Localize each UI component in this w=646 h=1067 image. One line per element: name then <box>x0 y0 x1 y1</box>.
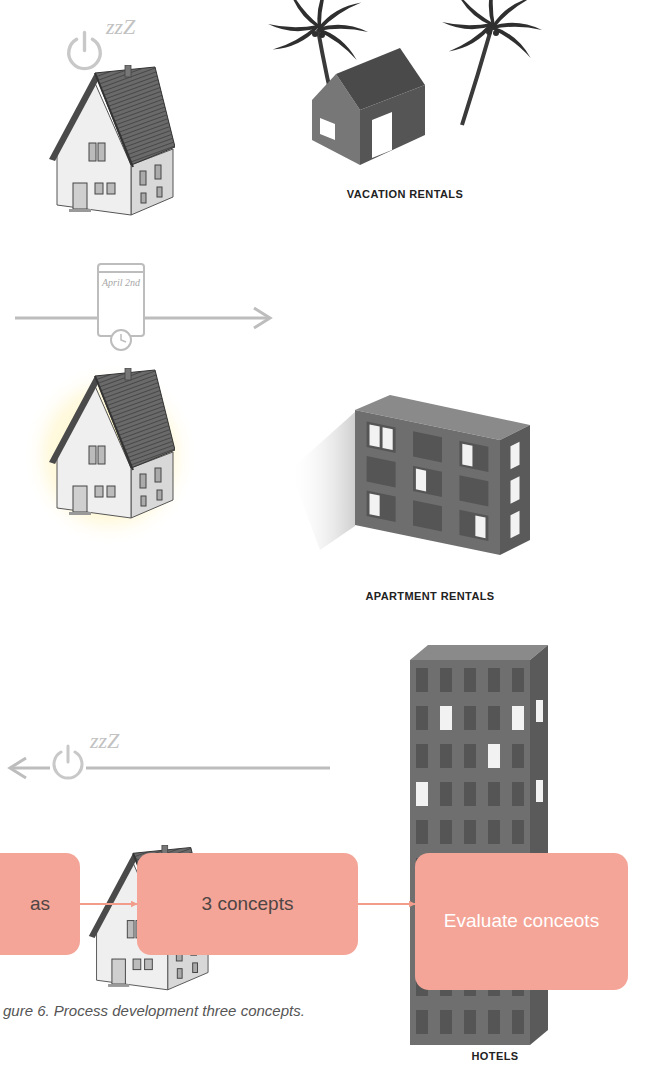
vacation-rental-icon-part-part <box>312 31 318 37</box>
time-arrow-part <box>98 271 144 273</box>
apartment-rental-icon-part-part <box>459 441 488 472</box>
apartment-rental-icon-part-part <box>413 431 442 462</box>
apartment-rental-icon-part-part <box>511 511 520 539</box>
process-box: 3 concepts <box>137 853 358 955</box>
time-arrow-part <box>98 264 144 336</box>
vacation-rental-icon-part-part <box>268 24 318 31</box>
vacation-rental-icon-part <box>320 118 335 140</box>
apartment-rental-icon-part-part <box>370 494 380 517</box>
apartment-rental-icon-part <box>500 425 530 555</box>
house-sketch-lit-part <box>49 368 175 518</box>
hotel-icon-part-part <box>440 706 452 730</box>
sleep-icon <box>69 33 101 69</box>
vacation-rental-icon-part <box>442 0 542 58</box>
category-label: HOTELS <box>471 1050 518 1063</box>
apartment-rental-icon-part-part <box>383 427 393 450</box>
apartment-rental-icon-part-part <box>511 442 520 470</box>
box-text: as <box>30 893 50 916</box>
apartment-rental-icon-part-part <box>511 476 520 504</box>
process-box: as <box>0 853 80 955</box>
vacation-rental-icon-part-part <box>316 25 361 60</box>
sleep-arrow-part <box>54 746 82 778</box>
vacation-rental-icon-part <box>268 0 368 60</box>
apartment-rental-icon-part-part <box>413 466 442 497</box>
house-sketch-part <box>49 65 175 215</box>
apartment-rental-icon-part-part <box>367 422 396 453</box>
vacation-rental-icon-part-part <box>319 32 325 38</box>
apartment-rental-icon-part-part <box>459 475 488 506</box>
house-sketch-lit-part <box>22 363 198 547</box>
figure-caption: gure 6. Process development three concep… <box>3 1002 305 1019</box>
sleep-arrow-part <box>10 758 26 778</box>
time-arrow-part <box>111 330 131 350</box>
hotel-icon-part-part <box>536 780 543 802</box>
hotel-icon-part-part <box>512 706 524 730</box>
hotel-icon-part-part <box>416 782 428 806</box>
category-label: VACATION RENTALS <box>347 188 463 201</box>
apartment-rental-icon-part <box>370 425 486 539</box>
apartment-rental-icon-part <box>511 442 520 539</box>
box-text: 3 concepts <box>202 893 294 916</box>
hotel-icon-part-part <box>536 700 543 722</box>
vacation-rental-icon-part-part <box>449 23 494 58</box>
calendar-date: April 2nd <box>100 277 142 289</box>
sleep-arrow <box>10 744 330 780</box>
sleep-mark: zzZ <box>90 728 119 753</box>
vacation-rental-icon-part <box>336 48 425 110</box>
hotel-icon-part-part <box>488 744 500 768</box>
box-text: Evaluate conceots <box>444 910 599 933</box>
apartment-rental-icon <box>290 395 530 555</box>
time-arrow <box>15 264 270 350</box>
process-box: Evaluate conceots <box>415 853 628 990</box>
vacation-rental-icon-part-part <box>486 29 492 35</box>
apartment-rental-icon-part-part <box>413 500 442 531</box>
house-sketch <box>49 65 175 215</box>
apartment-rental-icon-part <box>367 422 489 541</box>
time-arrow-part <box>121 334 126 342</box>
vacation-rental-icon-part <box>372 112 392 158</box>
apartment-rental-icon-part-part <box>367 491 396 522</box>
apartment-rental-icon-part-part <box>475 515 485 538</box>
category-label: APARTMENT RENTALS <box>365 590 494 603</box>
vacation-rental-icon-part-part <box>442 22 492 29</box>
hotel-icon-part <box>410 645 548 660</box>
vacation-rental-icon-part-part <box>316 0 361 31</box>
sleep-arrow-part <box>50 744 86 780</box>
flow-arrow <box>358 903 415 905</box>
apartment-rental-icon-part-part <box>367 456 396 487</box>
apartment-rental-icon-part-part <box>370 425 380 448</box>
apartment-rental-icon-part <box>355 410 500 555</box>
time-arrow-part <box>254 308 270 328</box>
apartment-rental-icon-part-part <box>462 444 472 467</box>
house-sketch-lit <box>22 363 198 547</box>
apartment-rental-icon-part-part <box>459 510 488 541</box>
vacation-rental-icon-part-part <box>490 23 535 58</box>
sleep-icon-part <box>69 33 101 69</box>
vacation-rental-icon-part-part <box>493 30 499 36</box>
apartment-rental-icon-part-part <box>416 469 426 492</box>
vacation-rental-icon-part-part <box>273 25 320 56</box>
vacation-rental-icon-part <box>462 26 492 125</box>
sleep-mark: zzZ <box>106 14 135 39</box>
flow-arrow <box>80 903 137 905</box>
vacation-rental-icon <box>268 0 542 165</box>
vacation-rental-icon-part-part <box>490 0 533 29</box>
apartment-rental-icon-part <box>290 412 355 550</box>
